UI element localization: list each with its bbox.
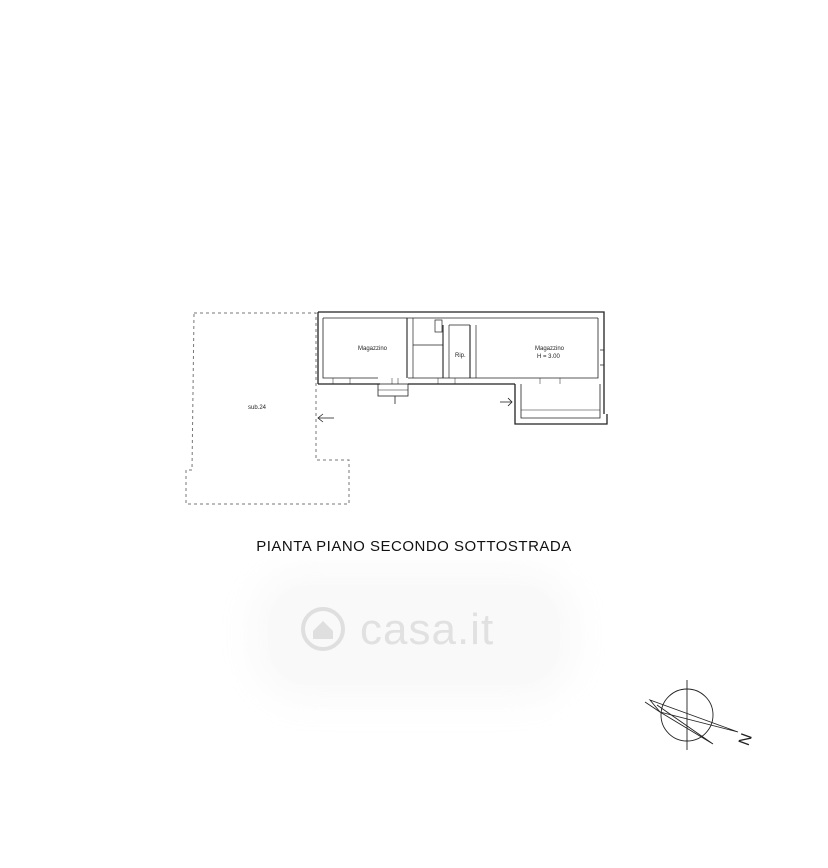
house-logo-icon [301, 607, 345, 651]
room-label-magazzino-2: Magazzino [535, 346, 565, 352]
room-label-magazzino-1: Magazzino [358, 346, 388, 352]
watermark-glow [268, 585, 560, 685]
north-arrow-icon [644, 680, 739, 750]
room-height-note: H = 3.00 [537, 354, 561, 360]
entrance-arrow-icon [317, 396, 513, 423]
watermark-text: casa.it [360, 605, 495, 654]
room-label-ripostiglio: Rip. [455, 353, 466, 359]
north-label: N [736, 731, 756, 748]
drawing-title: PIANTA PIANO SECONDO SOTTOSTRADA [256, 538, 572, 555]
adjacent-lot-outline [185, 312, 350, 505]
adjacent-lot-label: sub.24 [248, 405, 267, 411]
building-walls [317, 311, 608, 425]
